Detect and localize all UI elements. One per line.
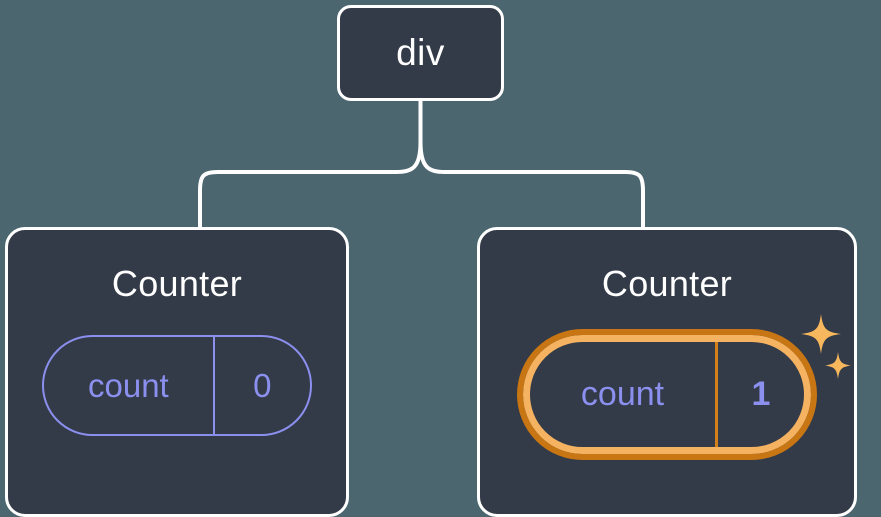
- state-pill-right-key: count: [580, 375, 665, 413]
- node-counter-left-title: Counter: [111, 263, 243, 304]
- state-pill-left-divider: [212, 337, 215, 434]
- node-counter-right[interactable]: Counter count 1: [477, 227, 857, 517]
- node-counter-right-title: Counter: [601, 263, 733, 304]
- connector-branch-left: [198, 141, 423, 227]
- state-pill-left[interactable]: count 0: [42, 335, 312, 436]
- node-root-label: div: [396, 32, 445, 73]
- state-pill-right-value: 1: [751, 375, 771, 413]
- state-pill-wrap-right: count 1: [480, 329, 854, 460]
- node-counter-left[interactable]: Counter count 0: [5, 227, 349, 517]
- state-pill-right[interactable]: count 1: [517, 329, 817, 460]
- state-pill-left-key: count: [88, 366, 169, 404]
- node-root[interactable]: div: [337, 5, 504, 101]
- state-pill-left-value: 0: [253, 366, 272, 404]
- state-pill-right-divider: [715, 342, 718, 447]
- connector-branch-right: [418, 141, 645, 227]
- state-pill-wrap-left: count 0: [8, 335, 346, 436]
- diagram-canvas: div Counter count 0 Counter count 1: [5, 5, 857, 517]
